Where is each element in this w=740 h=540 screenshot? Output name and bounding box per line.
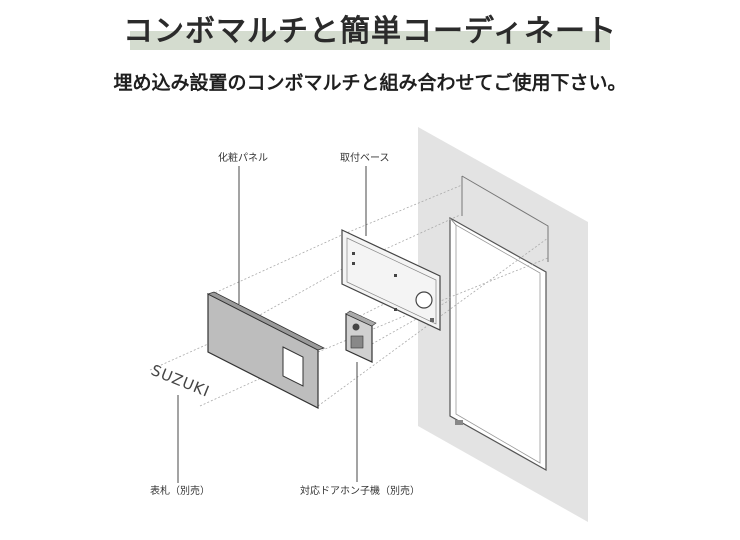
combo-multi-unit (449, 216, 547, 472)
recess-top-edge (461, 175, 549, 262)
combo-multi-foot (455, 420, 463, 425)
door-station-camera (352, 323, 360, 331)
title-area: コンボマルチと簡単コーディネート (0, 0, 740, 60)
mount-base (341, 229, 441, 331)
page-title: コンボマルチと簡単コーディネート (123, 14, 617, 49)
page-subtitle: 埋め込み設置のコンボマルチと組み合わせてご使用下さい。 (113, 72, 627, 94)
mount-base-hole (415, 291, 433, 309)
title-highlight-band (130, 31, 610, 50)
door-station-speaker (350, 335, 364, 349)
combo-multi-inner (455, 224, 541, 464)
label-nameplate: 表札（別売） (150, 484, 210, 497)
decor-panel-window (282, 346, 304, 387)
label-door-station: 対応ドアホン子機（別売） (300, 484, 420, 497)
label-decor-panel: 化粧パネル (218, 151, 268, 164)
leader-lines (177, 166, 367, 483)
door-station (345, 310, 377, 363)
label-mount-base: 取付ベース (340, 151, 390, 164)
decor-panel (206, 291, 326, 409)
nameplate-text: SUZUKI (149, 361, 213, 401)
